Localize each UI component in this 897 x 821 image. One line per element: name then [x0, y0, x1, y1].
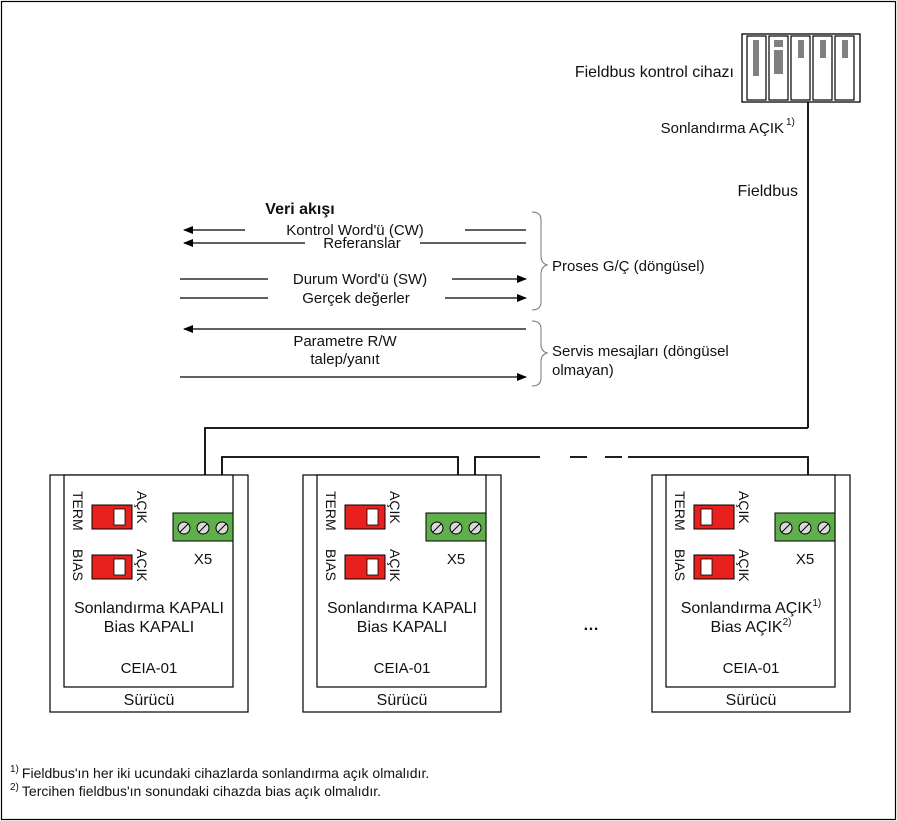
drive-1-term-switch[interactable] — [91, 504, 133, 530]
drive-3-status-line1: Sonlandırma AÇIK1) — [681, 598, 822, 617]
drive-3-x5-connector — [774, 512, 836, 542]
drive-3-bias-state: AÇIK — [736, 549, 752, 582]
drive-1-term-label: TERM — [70, 491, 86, 531]
drive-3-term-switch[interactable] — [693, 504, 735, 530]
dataflow-title: Veri akışı — [265, 201, 334, 218]
drive-3-name: Sürücü — [726, 692, 777, 709]
cw-label: Kontrol Word'ü (CW) — [286, 222, 424, 239]
drive-1-status-line1: Sonlandırma KAPALI — [74, 600, 224, 617]
drive-1-module-label: CEIA-01 — [121, 660, 178, 677]
drive-2-name: Sürücü — [377, 692, 428, 709]
service-brace — [531, 320, 549, 387]
drive-3: TERM BIAS AÇIK AÇIK X5 Sonlandırma AÇIK1… — [651, 474, 851, 713]
drive-1-term-state: AÇIK — [134, 491, 150, 524]
drive-1-bias-switch[interactable] — [91, 554, 133, 580]
service-label-line2: olmayan) — [552, 362, 614, 379]
drive-1-status-line2: Bias KAPALI — [104, 619, 194, 636]
drive-3-connector-label: X5 — [796, 551, 814, 568]
footnotes: 1)Fieldbus'ın her iki ucundaki cihazlard… — [10, 764, 429, 799]
process-io-brace — [531, 211, 549, 311]
drive-2-term-label: TERM — [323, 491, 339, 531]
drive-1-x5-connector — [172, 512, 234, 542]
drive-1: TERM BIAS AÇIK AÇIK X5 Sonlandırma KAPAL… — [49, 474, 249, 713]
service-label-line1: Servis mesajları (döngüsel — [552, 343, 729, 360]
footnote-2: 2)Tercihen fieldbus'ın sonundaki cihazda… — [10, 782, 381, 799]
footnote-1: 1)Fieldbus'ın her iki ucundaki cihazlard… — [10, 764, 429, 781]
drive-2-connector-label: X5 — [447, 551, 465, 568]
drive-2-term-state: AÇIK — [387, 491, 403, 524]
sw-label: Durum Word'ü (SW) — [293, 271, 427, 288]
controller-termination-label: Sonlandırma AÇIK — [661, 120, 784, 137]
fieldbus-controller-icon — [741, 33, 861, 103]
drive-3-status-line2: Bias AÇIK2) — [711, 617, 792, 636]
ellipsis: … — [583, 617, 599, 634]
drive-2-bias-switch[interactable] — [344, 554, 386, 580]
drive-1-bias-label: BIAS — [70, 549, 86, 581]
drive-2-status-line2: Bias KAPALI — [357, 619, 447, 636]
drive-3-bias-label: BIAS — [672, 549, 688, 581]
controller-label: Fieldbus kontrol cihazı — [575, 64, 734, 81]
drive-3-term-label: TERM — [672, 491, 688, 531]
actuals-label: Gerçek değerler — [302, 290, 410, 307]
controller-termination-sup: 1) — [786, 117, 795, 128]
drive-1-bias-state: AÇIK — [134, 549, 150, 582]
drive-2-module-label: CEIA-01 — [374, 660, 431, 677]
drive-3-term-state: AÇIK — [736, 491, 752, 524]
process-io-label: Proses G/Ç (döngüsel) — [552, 258, 705, 275]
fieldbus-label: Fieldbus — [738, 183, 798, 200]
drive-2: TERM BIAS AÇIK AÇIK X5 Sonlandırma KAPAL… — [302, 474, 502, 713]
drive-1-name: Sürücü — [124, 692, 175, 709]
drive-2-term-switch[interactable] — [344, 504, 386, 530]
drive-2-x5-connector — [425, 512, 487, 542]
drive-2-bias-state: AÇIK — [387, 549, 403, 582]
drive-1-connector-label: X5 — [194, 551, 212, 568]
param-label-line2: talep/yanıt — [310, 351, 380, 368]
param-label-line1: Parametre R/W — [293, 333, 397, 350]
drive-2-status-line1: Sonlandırma KAPALI — [327, 600, 477, 617]
drive-3-bias-switch[interactable] — [693, 554, 735, 580]
drive-3-module-label: CEIA-01 — [723, 660, 780, 677]
drive-2-bias-label: BIAS — [323, 549, 339, 581]
refs-label: Referanslar — [323, 235, 401, 252]
